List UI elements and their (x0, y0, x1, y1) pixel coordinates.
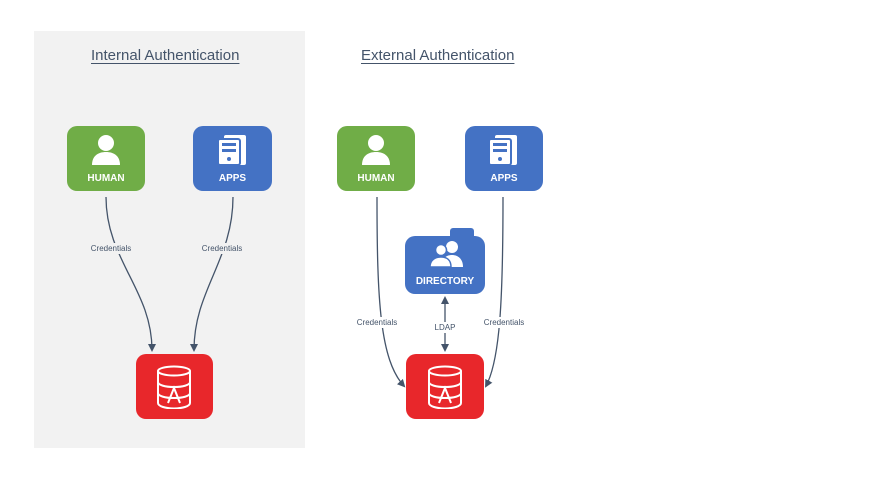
internal-human-to-db-edge (105, 196, 156, 352)
internal-apps-label: APPS (218, 173, 247, 184)
person-icon (362, 135, 390, 165)
internal-database-node[interactable] (136, 354, 213, 419)
internal-apps-credentials-label: Credentials (199, 243, 245, 254)
database-icon (428, 365, 462, 409)
external-auth-title: External Authentication (361, 47, 515, 64)
external-apps-label: APPS (490, 173, 518, 184)
internal-human-node[interactable]: HUMAN (67, 126, 145, 191)
internal-human-credentials-label: Credentials (88, 243, 134, 254)
server-icon (488, 135, 517, 166)
directory-node[interactable]: DIRECTORY (405, 228, 485, 294)
internal-human-label: HUMAN (87, 173, 125, 184)
external-database-node[interactable] (406, 354, 484, 419)
ldap-label: LDAP (432, 322, 458, 333)
internal-apps-node[interactable]: APPS (193, 126, 272, 191)
external-apps-node[interactable]: APPS (465, 126, 543, 191)
directory-label: DIRECTORY (415, 276, 475, 287)
server-icon (217, 135, 246, 166)
external-human-to-db-edge (376, 196, 406, 388)
external-human-credentials-label: Credentials (354, 317, 400, 328)
external-human-node[interactable]: HUMAN (337, 126, 415, 191)
internal-auth-title: Internal Authentication (91, 47, 240, 64)
person-icon (92, 135, 120, 165)
internal-apps-to-db-edge (190, 196, 234, 352)
external-human-label: HUMAN (357, 173, 395, 184)
external-apps-credentials-label: Credentials (481, 317, 527, 328)
external-apps-to-db-edge (485, 196, 504, 388)
database-icon (157, 365, 191, 409)
users-folder-icon (429, 241, 463, 268)
directory-folder-body: DIRECTORY (405, 236, 485, 294)
